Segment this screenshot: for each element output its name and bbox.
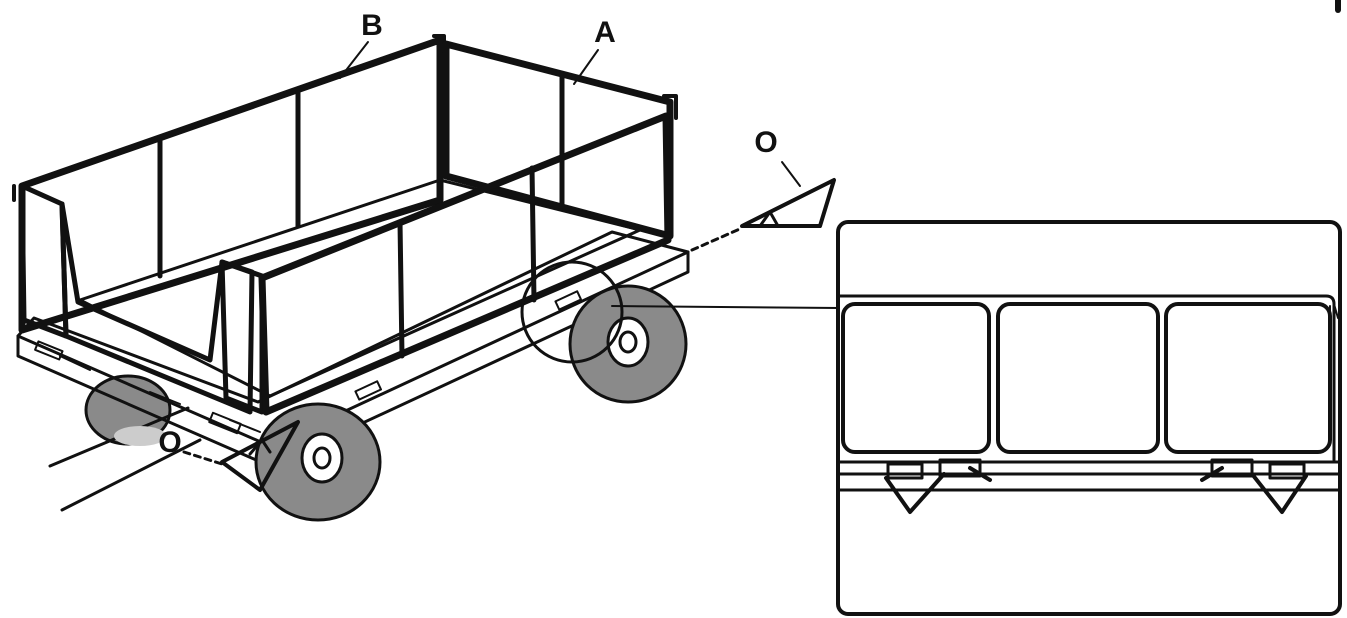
left-end-panel [19,183,265,415]
leader-line-b [339,41,369,79]
back-short-panel [442,40,678,240]
label-side-panel-short: A [594,16,616,49]
front-right-wheel [568,284,688,404]
cart-floor-mesh [78,178,642,398]
cotter-pin-bottom [182,420,300,492]
label-side-panel-long: B [361,9,383,42]
back-long-panel [12,34,446,334]
detail-clip-left [884,458,992,514]
detail-callout-circle [520,260,841,364]
front-left-wheel [254,402,382,522]
detail-inset [836,220,1342,616]
cart-illustration [12,34,841,522]
detail-clip-right [1200,458,1308,514]
cart-handle [48,406,202,512]
label-pin-bottom: O [158,426,181,459]
leader-line-a [573,49,599,85]
label-pin-top: O [754,126,777,159]
cotter-pin-top [690,161,836,252]
